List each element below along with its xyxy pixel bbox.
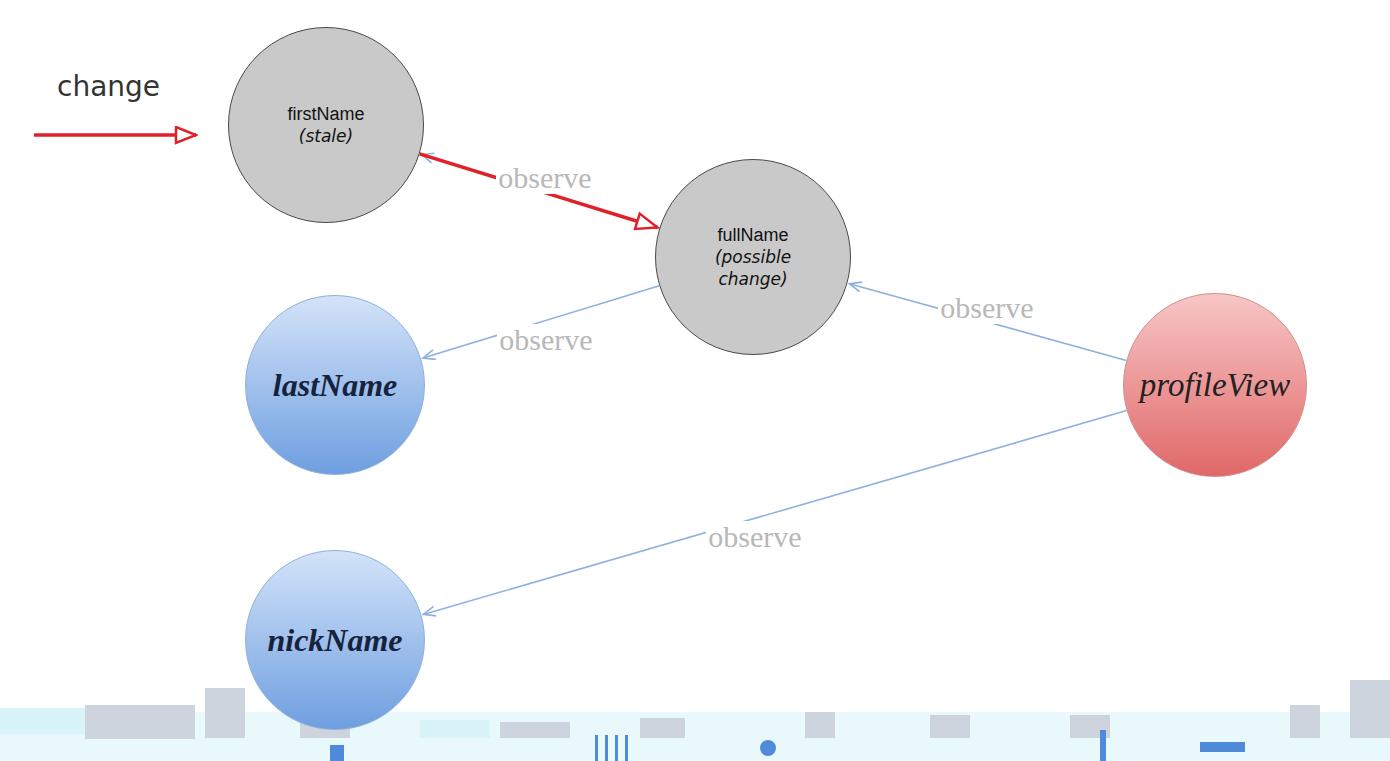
node-title: fullName <box>717 224 788 247</box>
stale-node: firstName(stale) <box>228 27 424 223</box>
observe-connector <box>849 284 1126 361</box>
edge-label: observe <box>706 521 803 553</box>
node-title: lastName <box>273 367 397 404</box>
node-note: (possible change) <box>698 246 808 290</box>
observe-connector <box>420 154 658 228</box>
observable-node: nickName <box>245 550 425 730</box>
node-title: nickName <box>267 622 402 659</box>
observe-connector <box>423 411 1126 615</box>
node-title: profileView <box>1140 367 1290 404</box>
node-note: (stale) <box>299 125 353 147</box>
observable-node: lastName <box>245 295 425 475</box>
change-label: change <box>57 70 160 103</box>
computed-node: fullName(possible change) <box>655 159 851 355</box>
skyline-watermark <box>0 680 1390 761</box>
observe-connector <box>423 286 659 358</box>
change-arrow <box>34 133 196 137</box>
edge-label: observe <box>497 324 594 356</box>
node-title: firstName <box>287 103 364 126</box>
edge-label: observe <box>496 162 593 194</box>
edge-label: observe <box>938 292 1035 324</box>
reaction-node: profileView <box>1123 293 1307 477</box>
